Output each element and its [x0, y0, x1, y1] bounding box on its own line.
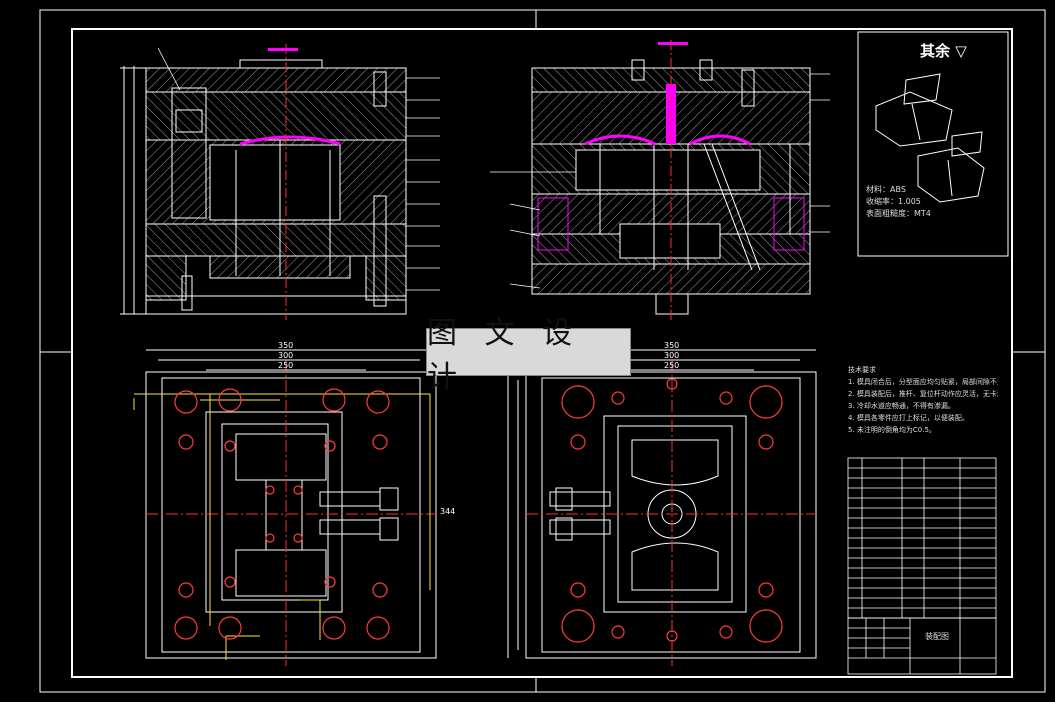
title-block: [847, 617, 997, 675]
dim-right-width-inner: 250: [664, 361, 679, 370]
zone-marks: [40, 10, 1045, 692]
note-line: 1. 模具闭合后，分型面应均匀贴紧，局部间隙不大于0.02mm。: [848, 378, 998, 386]
dim-left-width-mid: 300: [278, 351, 293, 360]
technical-notes: 技术要求 1. 模具闭合后，分型面应均匀贴紧，局部间隙不大于0.02mm。 2.…: [848, 364, 998, 436]
dim-plan-height: 344: [440, 507, 455, 516]
parts-list: [847, 457, 997, 619]
section-view-right: [531, 40, 811, 320]
note-line: 5. 未注明的倒角均为C0.5。: [848, 426, 936, 434]
bolt-holes-right: [561, 378, 783, 643]
surface-finish-line: 表面粗糙度：MT4: [866, 209, 931, 218]
dim-right-width-mid: 300: [664, 351, 679, 360]
dim-right-width-outer: 350: [664, 341, 679, 350]
note-line: 2. 模具装配后，推杆、复位杆动作应灵活，无卡滞现象。: [848, 390, 998, 398]
material-line: 材料：ABS: [866, 185, 906, 194]
part-sketch: [875, 73, 985, 203]
plan-view-right: [507, 349, 817, 666]
side-panel-frame: [857, 31, 1009, 257]
roughness-note-text: 其余: [920, 42, 951, 60]
leader-lines-right: [490, 73, 830, 289]
note-line: 4. 模具各零件应打上标记，以便装配。: [848, 414, 969, 422]
note-line: 3. 冷却水道应畅通，不得有渗漏。: [848, 402, 955, 410]
shrinkage-line: 收缩率：1.005: [866, 197, 921, 206]
drawing-title: 装配图: [925, 632, 949, 641]
plan-view-left: [133, 349, 437, 666]
inner-border: [71, 28, 1013, 678]
dim-left-width-inner: 250: [278, 361, 293, 370]
watermark-banner: 图 文 设 计: [426, 316, 631, 395]
surface-roughness-note: 其余 ▽: [920, 40, 967, 61]
dim-left-width-outer: 350: [278, 341, 293, 350]
bolt-holes-left: [174, 388, 390, 640]
section-view-left: [120, 44, 407, 320]
leader-lines-left: [157, 47, 440, 291]
outer-border: [39, 9, 1046, 693]
notes-heading: 技术要求: [848, 366, 876, 374]
roughness-symbol-icon: ▽: [955, 42, 967, 60]
